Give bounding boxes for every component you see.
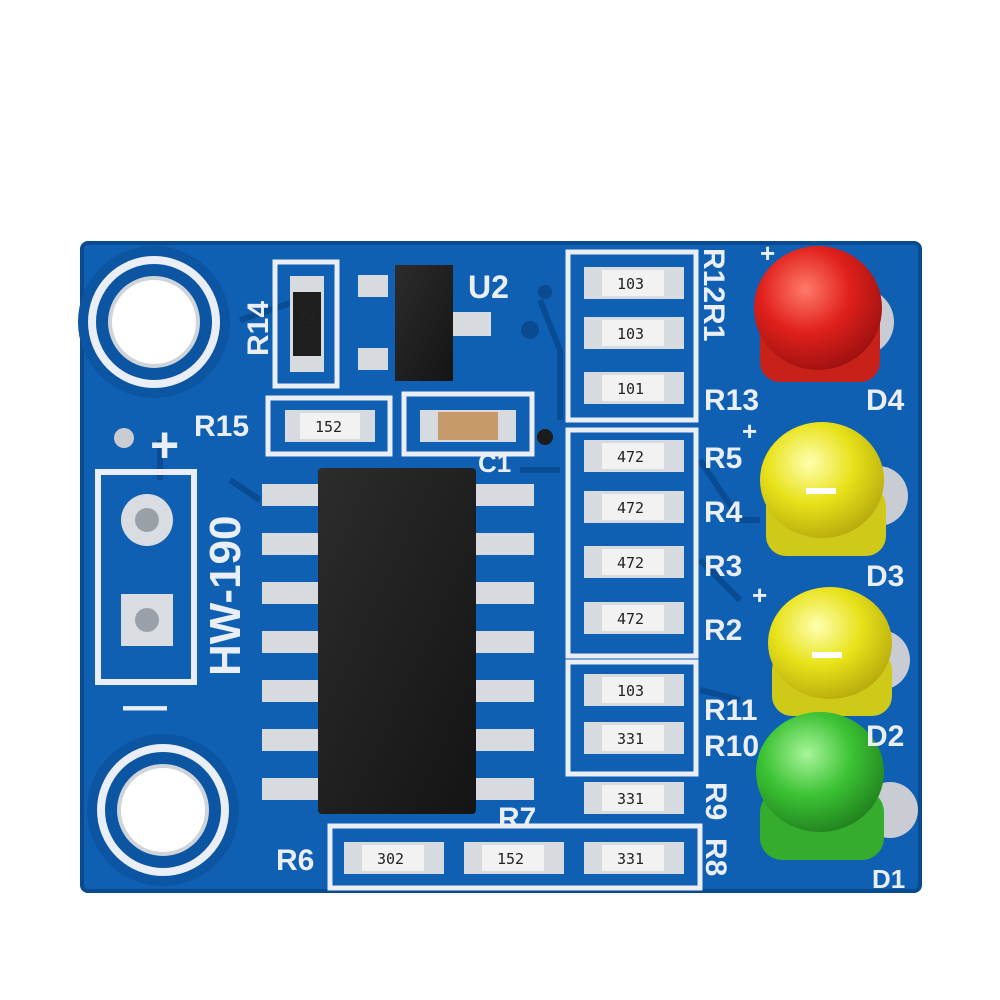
svg-text:103: 103 bbox=[617, 325, 644, 343]
resistor-group-mid-outline bbox=[565, 427, 699, 659]
r2-label: R2 bbox=[704, 614, 742, 647]
r14-label: R14 bbox=[242, 301, 275, 356]
model-label: HW-190 bbox=[201, 516, 250, 677]
svg-text:302: 302 bbox=[377, 850, 404, 868]
led-d4-red bbox=[754, 246, 894, 382]
svg-text:103: 103 bbox=[617, 275, 644, 293]
pcb-board-edge bbox=[80, 241, 922, 893]
led-d3-yellow bbox=[760, 422, 908, 556]
led-d1-green bbox=[756, 712, 918, 860]
svg-text:472: 472 bbox=[617, 499, 644, 517]
r9-label: R9 bbox=[699, 782, 732, 820]
r4-label: R4 bbox=[704, 496, 743, 529]
resistor-r7: 152 bbox=[464, 842, 564, 874]
resistor-r5: 472 bbox=[584, 440, 684, 472]
svg-text:101: 101 bbox=[617, 380, 644, 398]
capacitor-c1 bbox=[420, 410, 516, 442]
r10-label: R10 bbox=[704, 730, 759, 763]
resistor-r2: 472 bbox=[584, 602, 684, 634]
svg-text:472: 472 bbox=[617, 610, 644, 628]
resistor-r14: 392 bbox=[290, 276, 324, 372]
d1-label: D1 bbox=[872, 864, 905, 894]
led-d2-yellow bbox=[768, 587, 910, 716]
plus-label: + bbox=[150, 417, 179, 473]
resistor-r10: 331 bbox=[584, 722, 684, 754]
c1-label: C1 bbox=[478, 448, 511, 478]
d3-label: D3 bbox=[866, 560, 904, 593]
resistor-r3: 472 bbox=[584, 546, 684, 578]
led-plus-d3: + bbox=[742, 416, 757, 446]
resistor-r1: 103 bbox=[584, 317, 684, 349]
r7-label: R7 bbox=[498, 802, 536, 835]
svg-text:472: 472 bbox=[617, 554, 644, 572]
regulator-u2 bbox=[358, 265, 491, 381]
r3-label: R3 bbox=[704, 550, 742, 583]
resistor-group-low-outline bbox=[565, 659, 699, 777]
led-plus-d2: + bbox=[752, 580, 767, 610]
resistor-r6: 302 bbox=[344, 842, 444, 874]
via bbox=[114, 428, 134, 448]
resistor-r15: 152 bbox=[285, 410, 375, 442]
svg-text:103: 103 bbox=[617, 682, 644, 700]
via bbox=[538, 285, 552, 299]
c1-outline bbox=[401, 391, 535, 457]
resistor-group-top-outline bbox=[565, 249, 699, 423]
resistor-r8: 331 bbox=[584, 842, 684, 874]
r5-label: R5 bbox=[704, 442, 742, 475]
minus-label: — bbox=[123, 681, 167, 730]
mounting-hole-top bbox=[78, 246, 230, 398]
resistor-group-bottom-outline bbox=[327, 823, 703, 891]
r11-label: R11 bbox=[704, 694, 757, 727]
r13-label: R13 bbox=[704, 384, 759, 417]
main-ic bbox=[262, 468, 534, 814]
svg-text:472: 472 bbox=[617, 448, 644, 466]
r6-label: R6 bbox=[276, 844, 314, 877]
r14-outline bbox=[272, 259, 340, 389]
power-connector bbox=[95, 469, 197, 685]
svg-text:152: 152 bbox=[315, 418, 342, 436]
svg-text:331: 331 bbox=[617, 850, 644, 868]
d4-label: D4 bbox=[866, 384, 905, 417]
led-plus-d4: + bbox=[760, 238, 775, 268]
svg-text:331: 331 bbox=[617, 790, 644, 808]
resistor-r11: 103 bbox=[584, 674, 684, 706]
resistor-r9: 331 bbox=[584, 782, 684, 814]
r12r1-label: R12R1 bbox=[697, 248, 730, 341]
via bbox=[521, 321, 539, 339]
svg-text:392: 392 bbox=[299, 312, 317, 339]
r8-label: R8 bbox=[699, 838, 732, 876]
svg-text:152: 152 bbox=[497, 850, 524, 868]
pcb-traces bbox=[157, 297, 760, 703]
resistor-r4: 472 bbox=[584, 491, 684, 523]
d2-label: D2 bbox=[866, 720, 904, 753]
resistor-r12: 103 bbox=[584, 267, 684, 299]
r15-outline bbox=[265, 395, 393, 457]
mounting-hole-bottom bbox=[87, 734, 239, 886]
r15-label: R15 bbox=[194, 410, 249, 443]
u2-label: U2 bbox=[468, 269, 509, 305]
svg-text:331: 331 bbox=[617, 730, 644, 748]
resistor-r13: 101 bbox=[584, 372, 684, 404]
via bbox=[537, 429, 553, 445]
